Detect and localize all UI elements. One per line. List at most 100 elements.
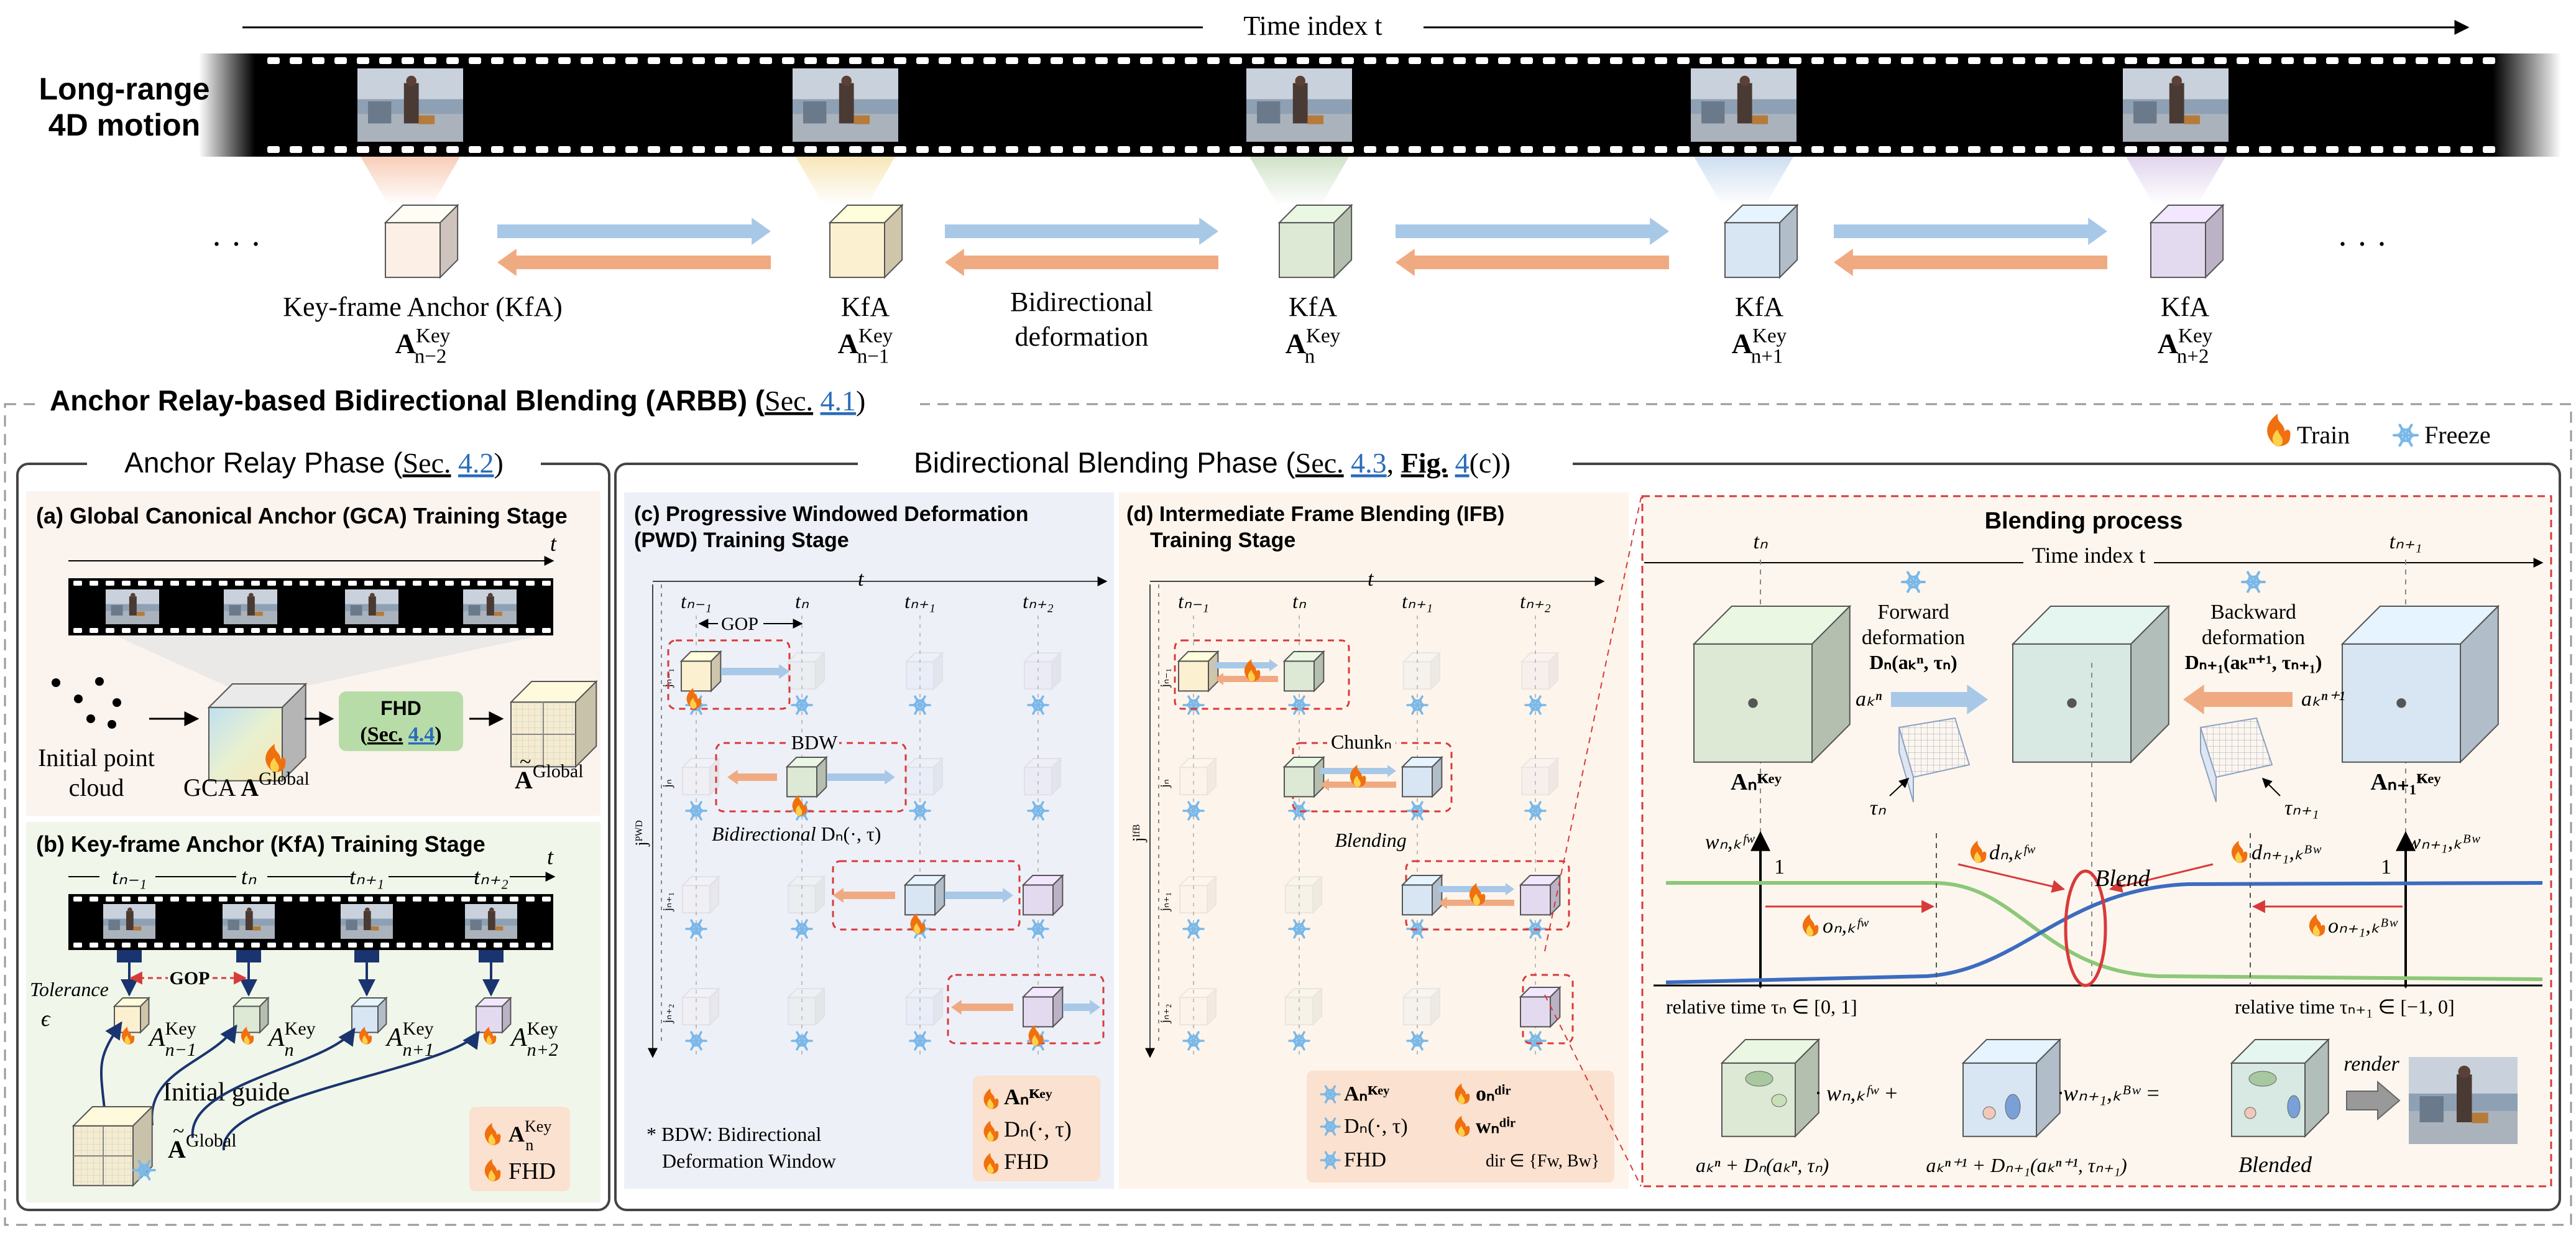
ifb-row-label-4: jₙ₊₂ — [1158, 1004, 1172, 1023]
process-one-right: 1 — [2381, 856, 2391, 879]
eq-cube-bw — [1961, 1038, 2062, 1138]
eq-weight-bw: ·wₙ₊₁,ₖᴮʷ = — [2058, 1081, 2161, 1105]
ifb-active-cube-3 — [1519, 985, 1562, 1028]
stage-b-frame-2 — [223, 904, 275, 939]
pwd-col-label-3: tₙ₊₁ — [904, 590, 936, 612]
forward-label-1: Forward — [1877, 601, 1949, 624]
pwd-cell-snowflake-2-1 — [791, 919, 813, 939]
film-frame-4 — [1691, 68, 1796, 142]
blend-ellipse — [2064, 869, 2107, 987]
forward-arrow-4 — [1834, 218, 2107, 245]
stage-c-legend — [973, 1076, 1100, 1181]
initial-guide-arrow-4 — [222, 1030, 480, 1151]
stage-b-frame-3 — [341, 904, 393, 939]
pwd-bw-arrow-2 — [833, 888, 895, 903]
gca-tilde-label: AGlobal — [515, 761, 584, 794]
process-mid-cube — [2011, 604, 2171, 764]
backward-weight-curve — [1665, 881, 2543, 984]
stage-a-frame-1 — [106, 589, 159, 624]
process-anchor-n: Aₙᴷᵉʸ — [1731, 769, 1782, 795]
process-w-bw: wₙ₊₁,ₖᴮʷ — [2407, 831, 2480, 854]
process-a-kn1: aₖⁿ⁺¹ — [2301, 688, 2345, 711]
pwd-legend-item-1: Aₙᴷᵉʸ — [1004, 1084, 1052, 1109]
zoom-line-bottom — [1544, 994, 1642, 1187]
ifb-col-label-1: tₙ₋₁ — [1178, 590, 1209, 612]
ifb-col-label-4: tₙ₊₂ — [1520, 590, 1551, 612]
epsilon-label: ϵ — [41, 1006, 51, 1031]
stage-b-film — [68, 894, 553, 997]
time-axis-label: Time index t — [1243, 11, 1382, 41]
pwd-row-label-1: jₙ₋₁ — [661, 668, 674, 688]
pwd-row-label-4: jₙ₊₂ — [661, 1004, 674, 1023]
ifb-faded-cube-0-2 — [1402, 651, 1442, 691]
backward-snowflake-icon — [2241, 571, 2266, 593]
pwd-faded-cube-1-0 — [681, 757, 720, 796]
forward-arrow-1 — [497, 218, 771, 245]
ifb-legend-train-1: oₙᵈⁱʳ — [1476, 1082, 1511, 1105]
ifb-active-cube-0b — [1282, 650, 1325, 693]
forward-snowflake-icon — [1901, 571, 1926, 593]
gca-cube-shape — [207, 682, 308, 783]
top-ellipsis-right: · · · — [2337, 225, 2388, 262]
render-arrow — [2346, 1080, 2401, 1121]
backward-label-1: Backward — [2210, 601, 2296, 624]
backward-label-3: Dₙ₊₁(aₖⁿ⁺¹, τₙ₊₁) — [2185, 651, 2322, 673]
pwd-legend-flame-1 — [983, 1088, 999, 1109]
stage-a-frame-4 — [463, 589, 517, 624]
process-o-fw: oₙ,ₖᶠʷ — [1823, 915, 1869, 938]
ifb-active-cube-1a — [1282, 755, 1325, 798]
bdw-label: BDW — [791, 731, 838, 754]
pwd-flame-0 — [686, 688, 702, 709]
ifb-faded-cube-3-2 — [1402, 987, 1442, 1027]
ifb-active-cube-2a — [1401, 874, 1443, 916]
pwd-faded-cube-3-2 — [904, 987, 944, 1027]
film-dots-5: • • • — [2333, 84, 2391, 125]
pwd-faded-cube-0-2 — [904, 651, 944, 691]
film-dots-3: • • • — [1503, 84, 1561, 125]
d-fw-flame — [1970, 841, 1987, 863]
o-fw-flame — [1802, 914, 1819, 936]
bidirectional-label: Bidirectional Dₙ(·, τ) — [712, 823, 881, 845]
stage-b-tick-1: tₙ₋₁ — [112, 864, 147, 889]
eq-fw-expr: aₖⁿ + Dₙ(aₖⁿ, τₙ) — [1696, 1154, 1829, 1176]
ifb-faded-cube-2-0 — [1178, 875, 1218, 915]
process-anchor-n1: Aₙ₊₁ᴷᵉʸ — [2370, 769, 2441, 795]
pwd-cell-snowflake-3-2 — [909, 1031, 931, 1051]
legend-freeze: Freeze — [2424, 421, 2491, 449]
pwd-bw-arrow-3 — [951, 1000, 1013, 1015]
process-d-fw: dₙ,ₖᶠʷ — [1989, 841, 2035, 864]
process-o-bw: oₙ₊₁,ₖᴮʷ — [2328, 915, 2398, 938]
pwd-col-label-4: tₙ₊₂ — [1023, 590, 1054, 612]
top-anchor-cube-2 — [828, 203, 904, 279]
anchor-cones — [361, 157, 2225, 205]
process-forward-arrow — [1891, 685, 1988, 714]
ifb-faded-cube-1-0 — [1178, 757, 1218, 796]
row-label-line2: 4D motion — [48, 108, 200, 142]
initial-point-line2: cloud — [69, 773, 124, 801]
stage-b-anchor-cube-3 — [350, 996, 388, 1034]
bidir-label-2: deformation — [1014, 321, 1148, 352]
pwd-active-cube-2b — [1021, 874, 1064, 916]
ifb-col-label-3: tₙ₊₁ — [1402, 590, 1433, 612]
ifb-cell-snowflake-3-2 — [1406, 1031, 1428, 1051]
pwd-legend-item-2: Dₙ(·, τ) — [1004, 1117, 1072, 1142]
process-key-cube-n1 — [2340, 604, 2500, 764]
stage-c-title-1: (c) Progressive Windowed Deformation — [634, 502, 1028, 526]
pwd-col-label-1: tₙ₋₁ — [681, 590, 712, 612]
film-frame-5 — [2123, 68, 2229, 142]
backward-arrow-3 — [1396, 249, 1669, 276]
pwd-active-cube-3 — [1021, 985, 1064, 1028]
ifb-active-cube-0a — [1177, 650, 1220, 693]
process-backward-arrow — [2183, 685, 2293, 714]
zoom-line-top — [1544, 497, 1642, 952]
stage-b-tick-3: tₙ₊₁ — [349, 864, 384, 889]
pwd-faded-cube-1-3 — [1023, 757, 1062, 796]
pwd-cell-snowflake-2-0 — [685, 919, 707, 939]
eq-cube-blended — [2230, 1038, 2330, 1138]
process-w-fw: wₙ,ₖᶠʷ — [1705, 831, 1755, 854]
